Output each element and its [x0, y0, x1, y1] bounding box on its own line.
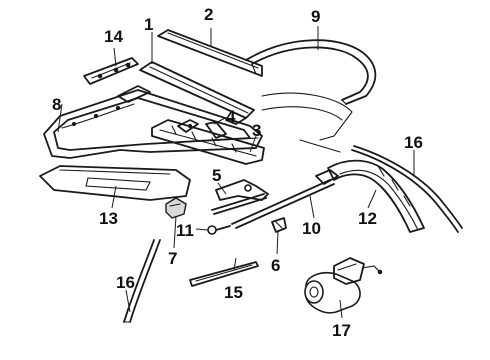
part-14-front-bracket — [83, 57, 139, 85]
part-8-roof-frame — [43, 89, 263, 159]
part-9-rear-weatherstrip — [245, 39, 377, 105]
callout-15: 15 — [224, 283, 243, 302]
part-13-headliner — [39, 165, 191, 201]
callout-14: 14 — [104, 27, 123, 46]
callout-8: 8 — [52, 95, 61, 114]
part-5-linkage — [211, 179, 269, 215]
part-12-side-rail — [327, 159, 425, 233]
callout-10: 10 — [302, 219, 321, 238]
part-11-cable-end — [207, 225, 231, 235]
callout-2: 2 — [204, 5, 213, 24]
callout-1: 1 — [144, 15, 153, 34]
roof-panel-outline — [261, 92, 353, 153]
callout-17: 17 — [332, 321, 351, 340]
callout-16-right: 16 — [404, 133, 423, 152]
callout-16-left: 16 — [116, 273, 135, 292]
part-1-front-bow — [117, 61, 255, 125]
part-6-clip — [271, 217, 287, 233]
callout-6: 6 — [271, 256, 280, 275]
part-17-drive-motor — [304, 257, 383, 314]
part-3-rear-header-bar — [151, 119, 265, 165]
callout-12: 12 — [358, 209, 377, 228]
callout-9: 9 — [311, 7, 320, 26]
callout-13: 13 — [99, 209, 118, 228]
callout-11: 11 — [176, 221, 194, 240]
part-10-drive-cable — [231, 169, 339, 229]
part-16-pillar-seal-left — [123, 239, 161, 323]
callout-4: 4 — [226, 107, 236, 126]
callout-labels: 1 2 3 4 5 6 7 8 9 10 11 12 13 14 15 16 1… — [52, 5, 423, 340]
callout-3: 3 — [252, 121, 261, 140]
callout-7: 7 — [168, 249, 177, 268]
part-16-side-seal-right — [351, 145, 463, 233]
part-7-clip — [165, 197, 187, 219]
part-2-front-header-strip — [157, 29, 263, 77]
leader-lines — [57, 26, 415, 319]
callout-5: 5 — [212, 166, 221, 185]
